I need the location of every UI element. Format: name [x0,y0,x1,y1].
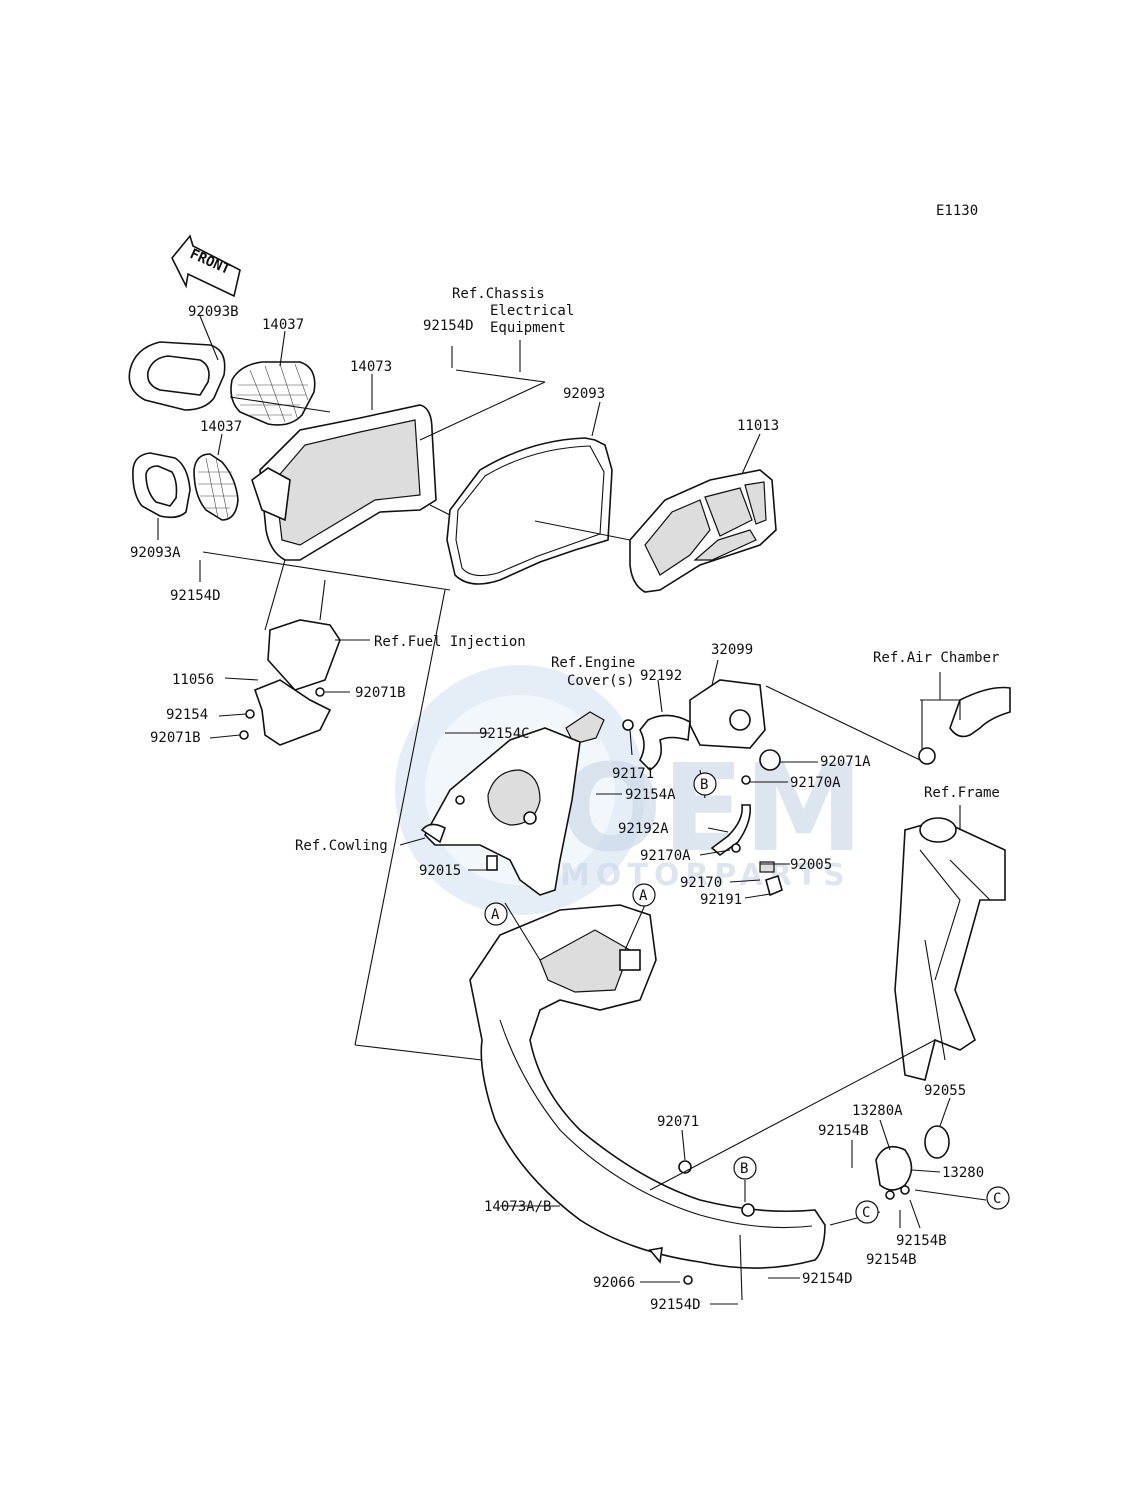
part-fittings-shape [731,775,783,897]
ref-cowling: Ref.Cowling [295,838,388,854]
callout-C-1-label: C [862,1205,870,1221]
part-label-14037-lower: 14037 [200,419,242,435]
part-13280-shape [875,1145,913,1200]
callout-A-1: A [484,902,508,926]
part-label-92093: 92093 [563,386,605,402]
part-air-chamber-shape [918,686,1011,765]
front-arrow-icon: FRONT [171,234,241,298]
part-label-14073: 14073 [350,359,392,375]
callout-A-1-label: A [491,907,500,923]
part-label-92154D-left: 92154D [170,588,221,604]
part-label-92170A-upper: 92170A [790,775,841,791]
callout-B-1: B [693,772,717,796]
part-32099-shape [639,679,766,772]
watermark-logo-text: OEM [560,740,863,879]
part-label-92005: 92005 [790,857,832,873]
part-label-92071B-left: 92071B [150,730,201,746]
ref-engine-line2: Cover(s) [567,673,634,689]
part-frame-shape [894,817,1006,1081]
part-label-92154B-right: 92154B [896,1233,947,1249]
part-92093B-shape [128,341,226,411]
part-label-92015: 92015 [419,863,461,879]
part-engine-cover-shape [565,711,634,745]
part-label-92171: 92171 [612,766,654,782]
part-label-92071B-right: 92071B [355,685,406,701]
part-14073AB-shape [469,904,826,1285]
part-label-92154D-bottom: 92154D [650,1297,701,1313]
part-92093-shape [446,437,613,585]
ref-air-chamber: Ref.Air Chamber [873,650,999,666]
part-label-11056: 11056 [172,672,214,688]
part-label-92154B-bottom: 92154B [866,1252,917,1268]
diagram-code: E1130 [936,203,978,219]
callout-A-2-label: A [639,888,648,904]
part-label-11013: 11013 [737,418,779,434]
part-92055-shape [924,1125,950,1159]
callout-B-2: B [733,1156,757,1180]
ref-fuel-injection: Ref.Fuel Injection [374,634,526,650]
part-label-92071: 92071 [657,1114,699,1130]
part-label-92154C: 92154C [479,726,530,742]
part-label-92154A: 92154A [625,787,676,803]
part-label-92170A-lower: 92170A [640,848,691,864]
part-label-92154D-right: 92154D [802,1271,853,1287]
part-label-92191: 92191 [700,892,742,908]
part-label-92154D-top: 92154D [423,318,474,334]
part-label-14037-upper: 14037 [262,317,304,333]
part-11013-shape [629,469,777,593]
callout-B-1-label: B [700,777,708,793]
part-label-92192: 92192 [640,668,682,684]
part-92071A-shape [759,749,781,771]
part-label-13280A: 13280A [852,1103,903,1119]
part-label-14073AB: 14073A/B [484,1199,551,1215]
part-92192A-shape [710,804,752,857]
ref-chassis-line2: Electrical [490,303,574,319]
part-label-92192A: 92192A [618,821,669,837]
part-label-92170: 92170 [680,875,722,891]
part-label-13280: 13280 [942,1165,984,1181]
part-label-32099: 32099 [711,642,753,658]
part-label-92066: 92066 [593,1275,635,1291]
ref-chassis-line1: Ref.Chassis [452,286,545,302]
ref-engine-line1: Ref.Engine [551,655,635,671]
part-label-92154: 92154 [166,707,208,723]
part-label-92055: 92055 [924,1083,966,1099]
callout-C-1: C [855,1200,879,1224]
part-14073-shape [251,404,437,561]
callout-C-2-label: C [993,1191,1001,1207]
part-cowling-bracket-shape [420,727,581,896]
callout-B-2-label: B [740,1161,748,1177]
leader-lines [157,315,987,1305]
part-14037-lower-shape [193,453,239,521]
part-92093A-shape [132,452,191,519]
part-label-92093A: 92093A [130,545,181,561]
callout-A-2: A [632,883,656,907]
callout-C-2: C [986,1186,1010,1210]
part-label-92093B: 92093B [188,304,239,320]
part-label-92071A: 92071A [820,754,871,770]
ref-frame: Ref.Frame [924,785,1000,801]
ref-chassis-line3: Equipment [490,320,566,336]
part-11056-shape [239,619,341,746]
part-label-92154B-top: 92154B [818,1123,869,1139]
part-14037-upper-shape [230,361,316,426]
watermark-sub-text: MOTORPARTS [560,858,851,893]
